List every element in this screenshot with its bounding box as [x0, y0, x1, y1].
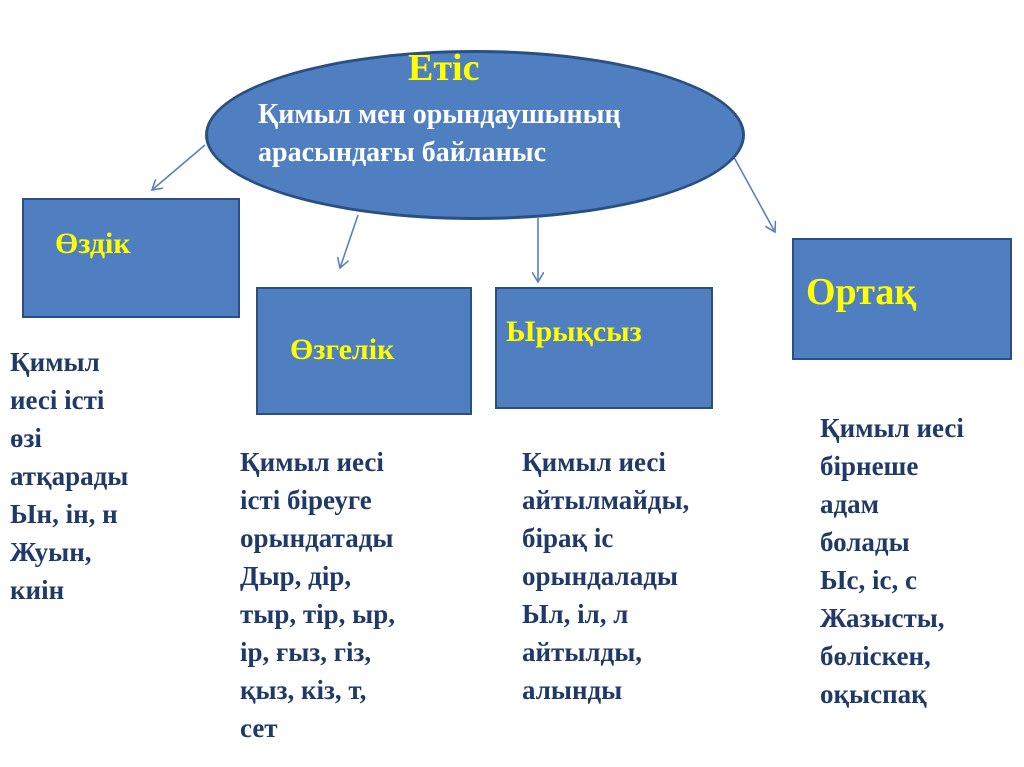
ortak-description: Қимыл иесі бірнеше адам болады Ыс, іс, с…: [820, 413, 964, 709]
ozdik-box: [22, 198, 240, 318]
ozgelik-description: Қимыл иесі істі біреуге орындатады Дыр, …: [240, 447, 395, 743]
arrow-to-ozdik: [152, 144, 206, 190]
yryksyz-description: Қимыл иесі айтылмайды, бірақ іс орындала…: [522, 447, 690, 705]
ozdik-description: Қимыл иесі істі өзі атқарады Ын, ін, н Ж…: [10, 347, 129, 605]
central-subtitle: Қимыл мен орындаушының арасындағы байлан…: [258, 99, 621, 168]
ozgelik-box: [256, 287, 472, 415]
ortak-box: [792, 238, 1012, 360]
yryksyz-box: [495, 287, 713, 409]
ozgelik-label: Өзгелік: [290, 333, 395, 366]
yryksyz-label: Ырықсыз: [506, 315, 642, 348]
central-ellipse: [205, 50, 745, 220]
arrow-to-ozgelik: [340, 214, 359, 268]
arrow-to-ortak: [729, 149, 775, 232]
ortak-label: Ортақ: [806, 271, 917, 313]
ozdik-label: Өздік: [55, 227, 131, 260]
central-title: Етіс: [408, 47, 480, 89]
